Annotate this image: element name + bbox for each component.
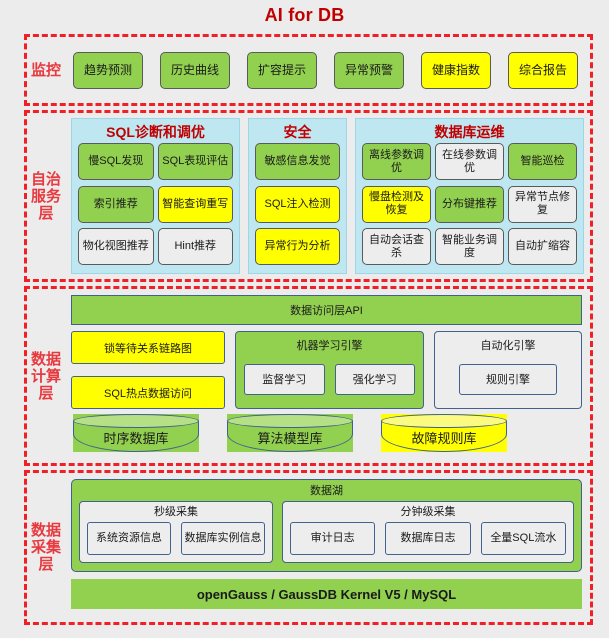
- sql-item-index-recommend[interactable]: 索引推荐: [78, 185, 154, 223]
- compute-item-sql-hotspot-access[interactable]: SQL热点数据访问: [71, 376, 225, 409]
- kernel-bar: openGauss / GaussDB Kernel V5 / MySQL: [71, 579, 582, 609]
- ml-item-supervised-learning[interactable]: 监督学习: [244, 363, 325, 395]
- cylinder-top: [227, 414, 353, 428]
- panel-title-security: 安全: [283, 124, 312, 140]
- machine-learning-engine: 机器学习引擎 监督学习 强化学习: [235, 331, 424, 409]
- cylinder-top: [73, 414, 199, 428]
- panel-security: 安全 敏感信息发觉 SQL注入检测 异常行为分析: [248, 118, 347, 274]
- panel-security-grid: 敏感信息发觉 SQL注入检测 异常行为分析: [255, 143, 340, 267]
- sql-item-performance-eval[interactable]: SQL表现评估: [157, 143, 233, 180]
- monitor-item-report[interactable]: 综合报告: [508, 51, 578, 89]
- data-lake-title: 数据湖: [310, 485, 343, 497]
- collect-item-db-instance-info[interactable]: 数据库实例信息: [181, 522, 265, 555]
- collector-minute-level-items: 审计日志 数据库日志 全量SQL流水: [290, 522, 566, 555]
- data-lake-collectors: 秒级采集 系统资源信息 数据库实例信息 分钟级采集 审计日志 数据库日志 全量S…: [79, 501, 574, 563]
- database-timeseries[interactable]: 时序数据库: [73, 414, 199, 452]
- ops-item-online-param-tuning[interactable]: 在线参数调优: [435, 143, 504, 180]
- sql-item-slow-sql[interactable]: 慢SQL发现: [78, 143, 154, 180]
- panel-database-ops: 数据库运维 离线参数调优 在线参数调优 智能巡检 慢盘检测及恢复 分布键推荐 异…: [355, 118, 584, 274]
- database-fault-rule-label: 故障规则库: [411, 430, 477, 446]
- panel-sql-grid: 慢SQL发现 SQL表现评估 索引推荐 智能查询重写 物化视图推荐 Hint推荐: [78, 143, 233, 267]
- data-access-layer-api-bar[interactable]: 数据访问层API: [71, 295, 582, 325]
- section-label-compute-text: 数据计算层: [30, 350, 61, 402]
- collect-item-database-log[interactable]: 数据库日志: [385, 522, 471, 555]
- section-data-compute: 数据计算层 数据访问层API 锁等待关系链路图 SQL热点数据访问 机器学习引擎…: [24, 286, 593, 466]
- section-data-collection: 数据采集层 数据湖 秒级采集 系统资源信息 数据库实例信息 分钟级采集: [24, 470, 593, 625]
- ops-item-distribution-key[interactable]: 分布键推荐: [435, 185, 504, 223]
- section-label-collect: 数据采集层: [27, 522, 65, 573]
- ml-item-reinforcement-learning[interactable]: 强化学习: [334, 363, 415, 395]
- ops-item-business-schedule[interactable]: 智能业务调度: [435, 228, 504, 266]
- cylinder-top: [381, 414, 507, 428]
- collector-second-level: 秒级采集 系统资源信息 数据库实例信息: [79, 501, 273, 563]
- collector-second-level-items: 系统资源信息 数据库实例信息: [87, 522, 265, 555]
- monitor-item-anomaly-alert[interactable]: 异常预警: [334, 51, 404, 89]
- automation-engine-title: 自动化引擎: [480, 340, 536, 352]
- collect-item-system-resource[interactable]: 系统资源信息: [87, 522, 171, 555]
- security-item-anomaly-behavior[interactable]: 异常行为分析: [255, 228, 340, 266]
- ml-engine-items: 监督学习 强化学习: [244, 357, 415, 401]
- sql-item-hint-recommend[interactable]: Hint推荐: [157, 228, 233, 266]
- page-title: AI for DB: [264, 5, 345, 25]
- monitor-item-row: 趋势预测 历史曲线 扩容提示 异常预警 健康指数 综合报告: [65, 51, 578, 89]
- ops-item-offline-param-tuning[interactable]: 离线参数调优: [362, 143, 431, 180]
- collector-second-level-title: 秒级采集: [154, 506, 198, 518]
- panel-title-ops: 数据库运维: [434, 124, 505, 140]
- section-monitor-body: 趋势预测 历史曲线 扩容提示 异常预警 健康指数 综合报告: [65, 37, 590, 103]
- security-item-sensitive-info[interactable]: 敏感信息发觉: [255, 143, 340, 180]
- collector-minute-level-title: 分钟级采集: [400, 506, 456, 518]
- automation-engine-items: 规则引擎: [443, 357, 573, 401]
- monitor-item-scaling-hint[interactable]: 扩容提示: [247, 51, 317, 89]
- collect-item-audit-log[interactable]: 审计日志: [290, 522, 376, 555]
- section-label-monitor-text: 监控: [30, 61, 61, 79]
- database-fault-rule[interactable]: 故障规则库: [381, 414, 507, 452]
- security-item-sql-injection[interactable]: SQL注入检测: [255, 185, 340, 223]
- database-algorithm-model[interactable]: 算法模型库: [227, 414, 353, 452]
- ops-item-auto-scaling[interactable]: 自动扩缩容: [508, 228, 577, 266]
- monitor-item-history[interactable]: 历史曲线: [160, 51, 230, 89]
- section-autonomous-body: SQL诊断和调优 慢SQL发现 SQL表现评估 索引推荐 智能查询重写 物化视图…: [65, 113, 590, 279]
- database-algorithm-model-label: 算法模型库: [257, 430, 323, 446]
- section-label-autonomous-text: 自治服务层: [30, 170, 61, 222]
- panel-title-sql: SQL诊断和调优: [106, 124, 205, 140]
- section-label-compute: 数据计算层: [27, 351, 65, 402]
- sql-item-query-rewrite[interactable]: 智能查询重写: [157, 185, 233, 223]
- section-label-collect-text: 数据采集层: [30, 522, 61, 573]
- compute-item-lock-wait-graph[interactable]: 锁等待关系链路图: [71, 331, 225, 364]
- sql-item-materialized-view[interactable]: 物化视图推荐: [78, 228, 154, 266]
- monitor-item-trend[interactable]: 趋势预测: [73, 51, 143, 89]
- panel-sql-diagnosis: SQL诊断和调优 慢SQL发现 SQL表现评估 索引推荐 智能查询重写 物化视图…: [71, 118, 240, 274]
- compute-engine-row: 锁等待关系链路图 SQL热点数据访问 机器学习引擎 监督学习 强化学习 自动化引…: [71, 331, 582, 409]
- section-label-autonomous: 自治服务层: [27, 171, 65, 222]
- automation-item-rule-engine[interactable]: 规则引擎: [459, 363, 557, 395]
- section-monitor: 监控 趋势预测 历史曲线 扩容提示 异常预警 健康指数 综合报告: [24, 34, 593, 106]
- database-cylinder-row: 时序数据库 算法模型库 故障规则库: [71, 414, 582, 452]
- monitor-item-health-index[interactable]: 健康指数: [421, 51, 491, 89]
- collector-minute-level: 分钟级采集 审计日志 数据库日志 全量SQL流水: [282, 501, 574, 563]
- ml-engine-title: 机器学习引擎: [296, 340, 363, 352]
- ops-item-slow-disk-detect[interactable]: 慢盘检测及恢复: [362, 185, 431, 223]
- automation-engine: 自动化引擎 规则引擎: [434, 331, 582, 409]
- collect-item-full-sql-trace[interactable]: 全量SQL流水: [480, 522, 566, 555]
- ops-item-node-repair[interactable]: 异常节点修复: [508, 185, 577, 223]
- data-lake: 数据湖 秒级采集 系统资源信息 数据库实例信息 分钟级采集 审计日志 数据: [71, 479, 582, 572]
- section-compute-body: 数据访问层API 锁等待关系链路图 SQL热点数据访问 机器学习引擎 监督学习 …: [65, 289, 590, 463]
- section-autonomous-service: 自治服务层 SQL诊断和调优 慢SQL发现 SQL表现评估 索引推荐 智能查询重…: [24, 110, 593, 282]
- ops-item-smart-inspection[interactable]: 智能巡检: [508, 143, 577, 180]
- compute-left-column: 锁等待关系链路图 SQL热点数据访问: [71, 331, 225, 409]
- panel-ops-grid: 离线参数调优 在线参数调优 智能巡检 慢盘检测及恢复 分布键推荐 异常节点修复 …: [362, 143, 577, 267]
- ops-item-session-kill[interactable]: 自动会话查杀: [362, 228, 431, 266]
- database-timeseries-label: 时序数据库: [103, 430, 169, 446]
- section-label-monitor: 监控: [27, 62, 65, 79]
- section-collect-body: 数据湖 秒级采集 系统资源信息 数据库实例信息 分钟级采集 审计日志 数据: [65, 473, 590, 622]
